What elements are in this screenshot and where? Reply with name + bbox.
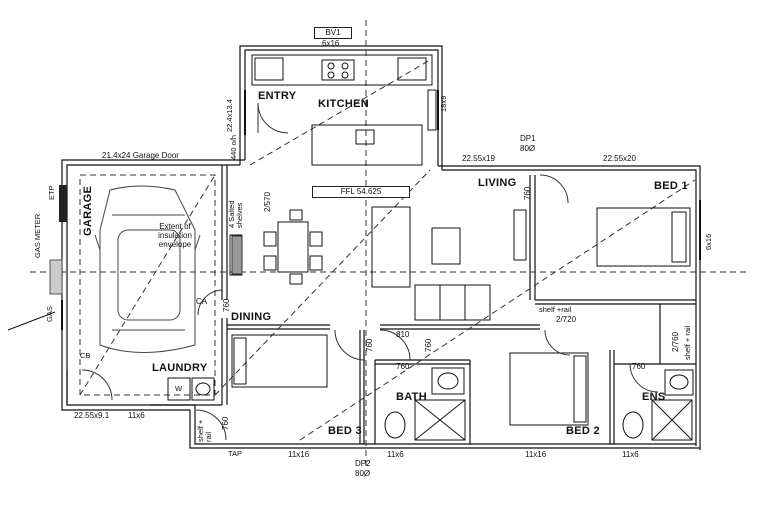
dim-door-760-laundry: 760 — [221, 416, 230, 430]
exterior-walls — [61, 45, 701, 450]
tap-label: TAP — [228, 449, 243, 458]
dp2-label: DP2 — [355, 459, 371, 468]
bed3-bed — [231, 334, 328, 388]
dim-bottom-bed3: 11x16 — [288, 450, 310, 459]
room-dining: DINING — [231, 311, 272, 323]
room-bed1: BED 1 — [654, 180, 688, 192]
bed1-bed — [596, 207, 691, 267]
dim-door-760-living: 760 — [523, 186, 532, 200]
dim-bottom-ens: 11x6 — [622, 450, 639, 459]
ca-label: CA — [196, 297, 208, 306]
door-2760: 2/760 — [671, 331, 680, 352]
dp2-size: 80Ø — [355, 469, 371, 478]
car-outline — [94, 185, 201, 353]
dim-door-810: 810 — [396, 330, 410, 339]
dim-door-760-hall-b: 760 — [424, 338, 433, 352]
shelf-rail-bed2: shelf +rail — [539, 305, 572, 314]
shelf-block — [231, 235, 243, 275]
room-bath: BATH — [396, 391, 427, 403]
dim-door-760-bath: 760 — [396, 362, 410, 371]
pantry-dim: 440 o/h — [229, 134, 238, 160]
living-furniture — [371, 206, 527, 321]
dim-door-760-hall-a: 760 — [365, 338, 374, 352]
w-label: W — [175, 384, 183, 393]
shelf-rail-ens: shelf + rail — [683, 325, 692, 360]
garage-door-label: 21.4x24 Garage Door — [102, 151, 179, 160]
room-laundry: LAUNDRY — [152, 362, 208, 374]
room-living: LIVING — [478, 177, 517, 189]
room-bed3: BED 3 — [328, 425, 362, 437]
dim-top-bed1: 22.55x20 — [603, 154, 636, 163]
bed2-bed — [509, 352, 589, 426]
room-entry: ENTRY — [258, 90, 297, 102]
window-6x16-bed1: 6x16 — [704, 233, 713, 250]
room-bed2: BED 2 — [566, 425, 600, 437]
bath-fixtures — [384, 367, 694, 441]
window-18x9: 18x9 — [439, 95, 448, 112]
dim-door-760-dining: 760 — [222, 298, 231, 312]
dim-door-760-ens: 760 — [632, 362, 646, 371]
door-swings — [81, 102, 659, 441]
cb-label: CB — [80, 351, 91, 360]
laundry-fixtures — [167, 377, 215, 401]
entry-arrow — [7, 311, 56, 331]
gas-meter-label: GAS METER — [33, 213, 42, 258]
gas-label: GAS — [45, 306, 54, 322]
bv1-size: 6x16 — [322, 39, 340, 48]
dim-top-living: 22.55x19 — [462, 154, 495, 163]
dim-bottom-bath: 11x6 — [387, 450, 404, 459]
window-22-4x13: 22.4x13.4 — [225, 99, 234, 132]
interior-walls — [66, 165, 696, 444]
etp-box — [59, 185, 67, 215]
insulation-label: Extent of insulation envelope — [158, 222, 192, 250]
etp-label: ETP — [47, 185, 56, 200]
door-2720: 2/720 — [556, 315, 577, 324]
dim-bottom-garage-left: 22.55x9.1 — [74, 411, 110, 420]
dp1-size: 80Ø — [520, 144, 536, 153]
room-garage: GARAGE — [82, 185, 94, 236]
window-marks — [61, 90, 701, 330]
door-2570: 2/570 — [263, 191, 272, 212]
salted-shelves-label: 4 Salted shelves — [227, 200, 245, 228]
dp1-label: DP1 — [520, 134, 536, 143]
bv1-label: BV1 — [314, 27, 352, 39]
kitchen-fixtures — [251, 54, 437, 166]
shelf-rail-laundry: shelf + rail — [196, 419, 214, 442]
ffl-label: FFL 54.625 — [312, 186, 410, 198]
room-ens: ENS — [642, 391, 666, 403]
room-kitchen: KITCHEN — [318, 98, 369, 110]
dim-bottom-bed2: 11x16 — [525, 450, 547, 459]
gas-meter-box — [59, 210, 67, 222]
dim-bottom-garage-right: 11x6 — [128, 411, 145, 420]
insulation-lines — [30, 20, 750, 470]
meter-box — [49, 259, 63, 295]
